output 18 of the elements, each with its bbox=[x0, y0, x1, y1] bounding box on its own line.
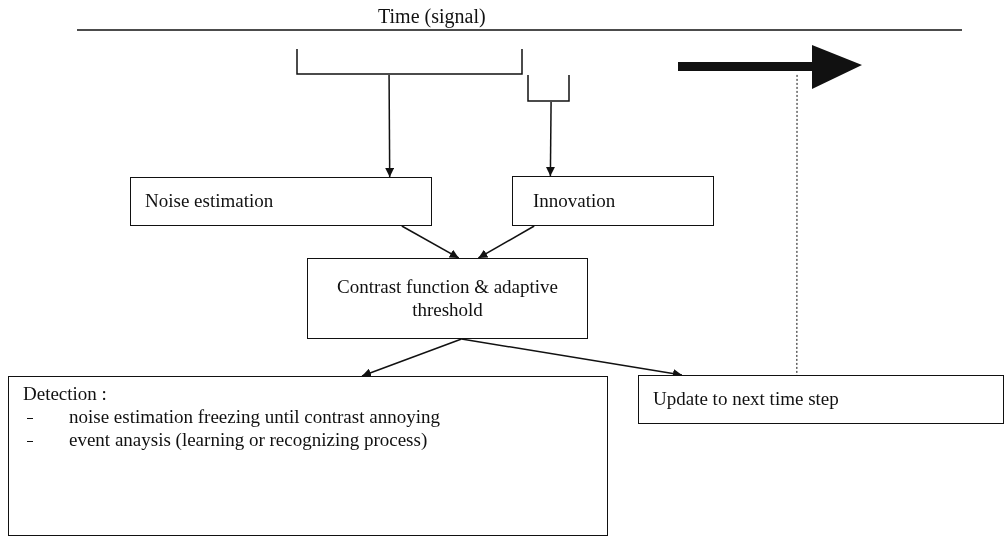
process-box bbox=[512, 176, 714, 226]
arrow bbox=[385, 74, 395, 178]
arrow bbox=[545, 101, 555, 177]
list-item: event anaysis (learning or recognizing process) bbox=[23, 428, 428, 452]
node-text: Update to next time step bbox=[653, 388, 839, 411]
arrow bbox=[401, 225, 460, 259]
process-box bbox=[307, 258, 588, 339]
process-box bbox=[8, 376, 608, 536]
node-text: Contrast function & adaptive threshold bbox=[335, 275, 560, 322]
node-text: Detection : bbox=[23, 383, 107, 406]
list-item: noise estimation freezing until contrast annoying bbox=[23, 405, 440, 429]
arrow bbox=[361, 338, 463, 378]
process-box bbox=[638, 375, 1004, 424]
arrow bbox=[477, 225, 535, 259]
node-text: Innovation bbox=[532, 189, 616, 213]
node-text: Noise estimation bbox=[145, 190, 274, 213]
process-box bbox=[130, 177, 432, 226]
dotted-line bbox=[796, 74, 798, 376]
